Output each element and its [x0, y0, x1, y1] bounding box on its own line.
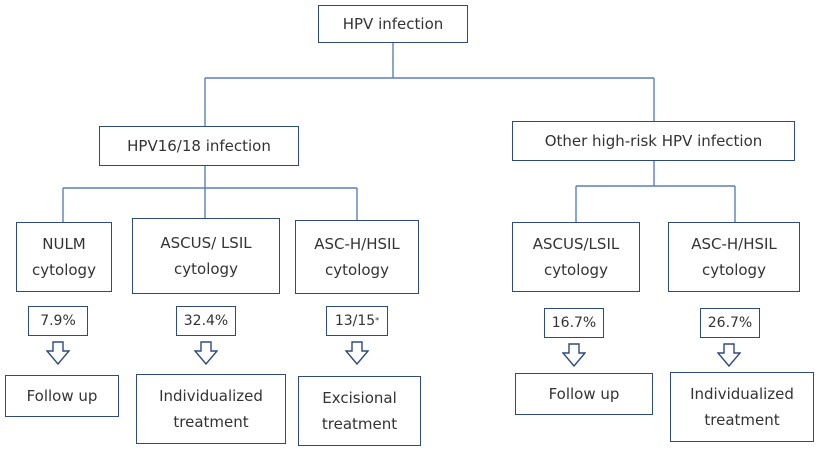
percent-value: 13/15	[334, 313, 376, 329]
outcome-node-other-individualized: Individualized treatment	[670, 372, 814, 442]
outcome-line-2: treatment	[173, 413, 249, 431]
cytology-line-2: cytology	[174, 260, 238, 278]
cytology-line-2: cytology	[325, 261, 389, 279]
down-arrow-icon	[345, 341, 369, 365]
cytology-node-nulm: NULM cytology	[16, 222, 112, 292]
down-arrow-icon	[194, 341, 218, 365]
outcome-node-follow-up: Follow up	[5, 375, 119, 417]
cytology-node-ascus-lsil: ASCUS/ LSIL cytology	[132, 218, 280, 294]
percent-value: 26.7%	[707, 315, 753, 331]
root-node: HPV infection	[318, 5, 468, 43]
percent-value: 32.4%	[183, 313, 229, 329]
group-node-other-high-risk: Other high-risk HPV infection	[512, 121, 795, 161]
down-arrow-icon	[46, 341, 70, 365]
percent-badge: 32.4%	[176, 306, 236, 336]
group-node-hpv16-18: HPV16/18 infection	[99, 126, 299, 166]
percent-value: 7.9%	[40, 313, 76, 329]
percent-badge: 13/15 *	[326, 306, 388, 336]
cytology-line-1: ASCUS/LSIL	[532, 235, 620, 253]
group-label: HPV16/18 infection	[127, 137, 271, 155]
cytology-node-asc-h-hsil: ASC-H/HSIL cytology	[295, 220, 419, 294]
outcome-line-2: treatment	[321, 415, 398, 433]
outcome-line-1: Excisional	[322, 389, 397, 407]
cytology-line-2: cytology	[32, 261, 96, 279]
outcome-line-2: treatment	[704, 411, 780, 429]
down-arrow-icon	[717, 343, 741, 367]
outcome-line-1: Individualized	[690, 385, 794, 403]
outcome-line-1: Follow up	[548, 385, 620, 403]
cytology-node-other-asc-h-hsil: ASC-H/HSIL cytology	[668, 222, 800, 292]
cytology-line-1: NULM	[42, 235, 86, 253]
outcome-node-other-follow-up: Follow up	[515, 373, 653, 415]
cytology-line-2: cytology	[544, 261, 608, 279]
percent-value: 16.7%	[551, 315, 597, 331]
cytology-line-2: cytology	[702, 261, 766, 279]
root-label: HPV infection	[342, 15, 444, 33]
percent-badge: 16.7%	[544, 308, 604, 338]
cytology-node-other-ascus-lsil: ASCUS/LSIL cytology	[512, 222, 640, 292]
outcome-node-individualized: Individualized treatment	[136, 374, 286, 444]
footnote-mark: *	[375, 316, 380, 325]
percent-badge: 7.9%	[28, 306, 88, 336]
outcome-line-1: Individualized	[159, 387, 263, 405]
group-label: Other high-risk HPV infection	[544, 132, 763, 150]
cytology-line-1: ASCUS/ LSIL	[160, 234, 252, 252]
down-arrow-icon	[562, 343, 586, 367]
cytology-line-1: ASC-H/HSIL	[691, 235, 777, 253]
outcome-line-1: Follow up	[26, 387, 98, 405]
percent-badge: 26.7%	[700, 308, 760, 338]
cytology-line-1: ASC-H/HSIL	[314, 235, 400, 253]
outcome-node-excisional: Excisional treatment	[298, 376, 421, 446]
